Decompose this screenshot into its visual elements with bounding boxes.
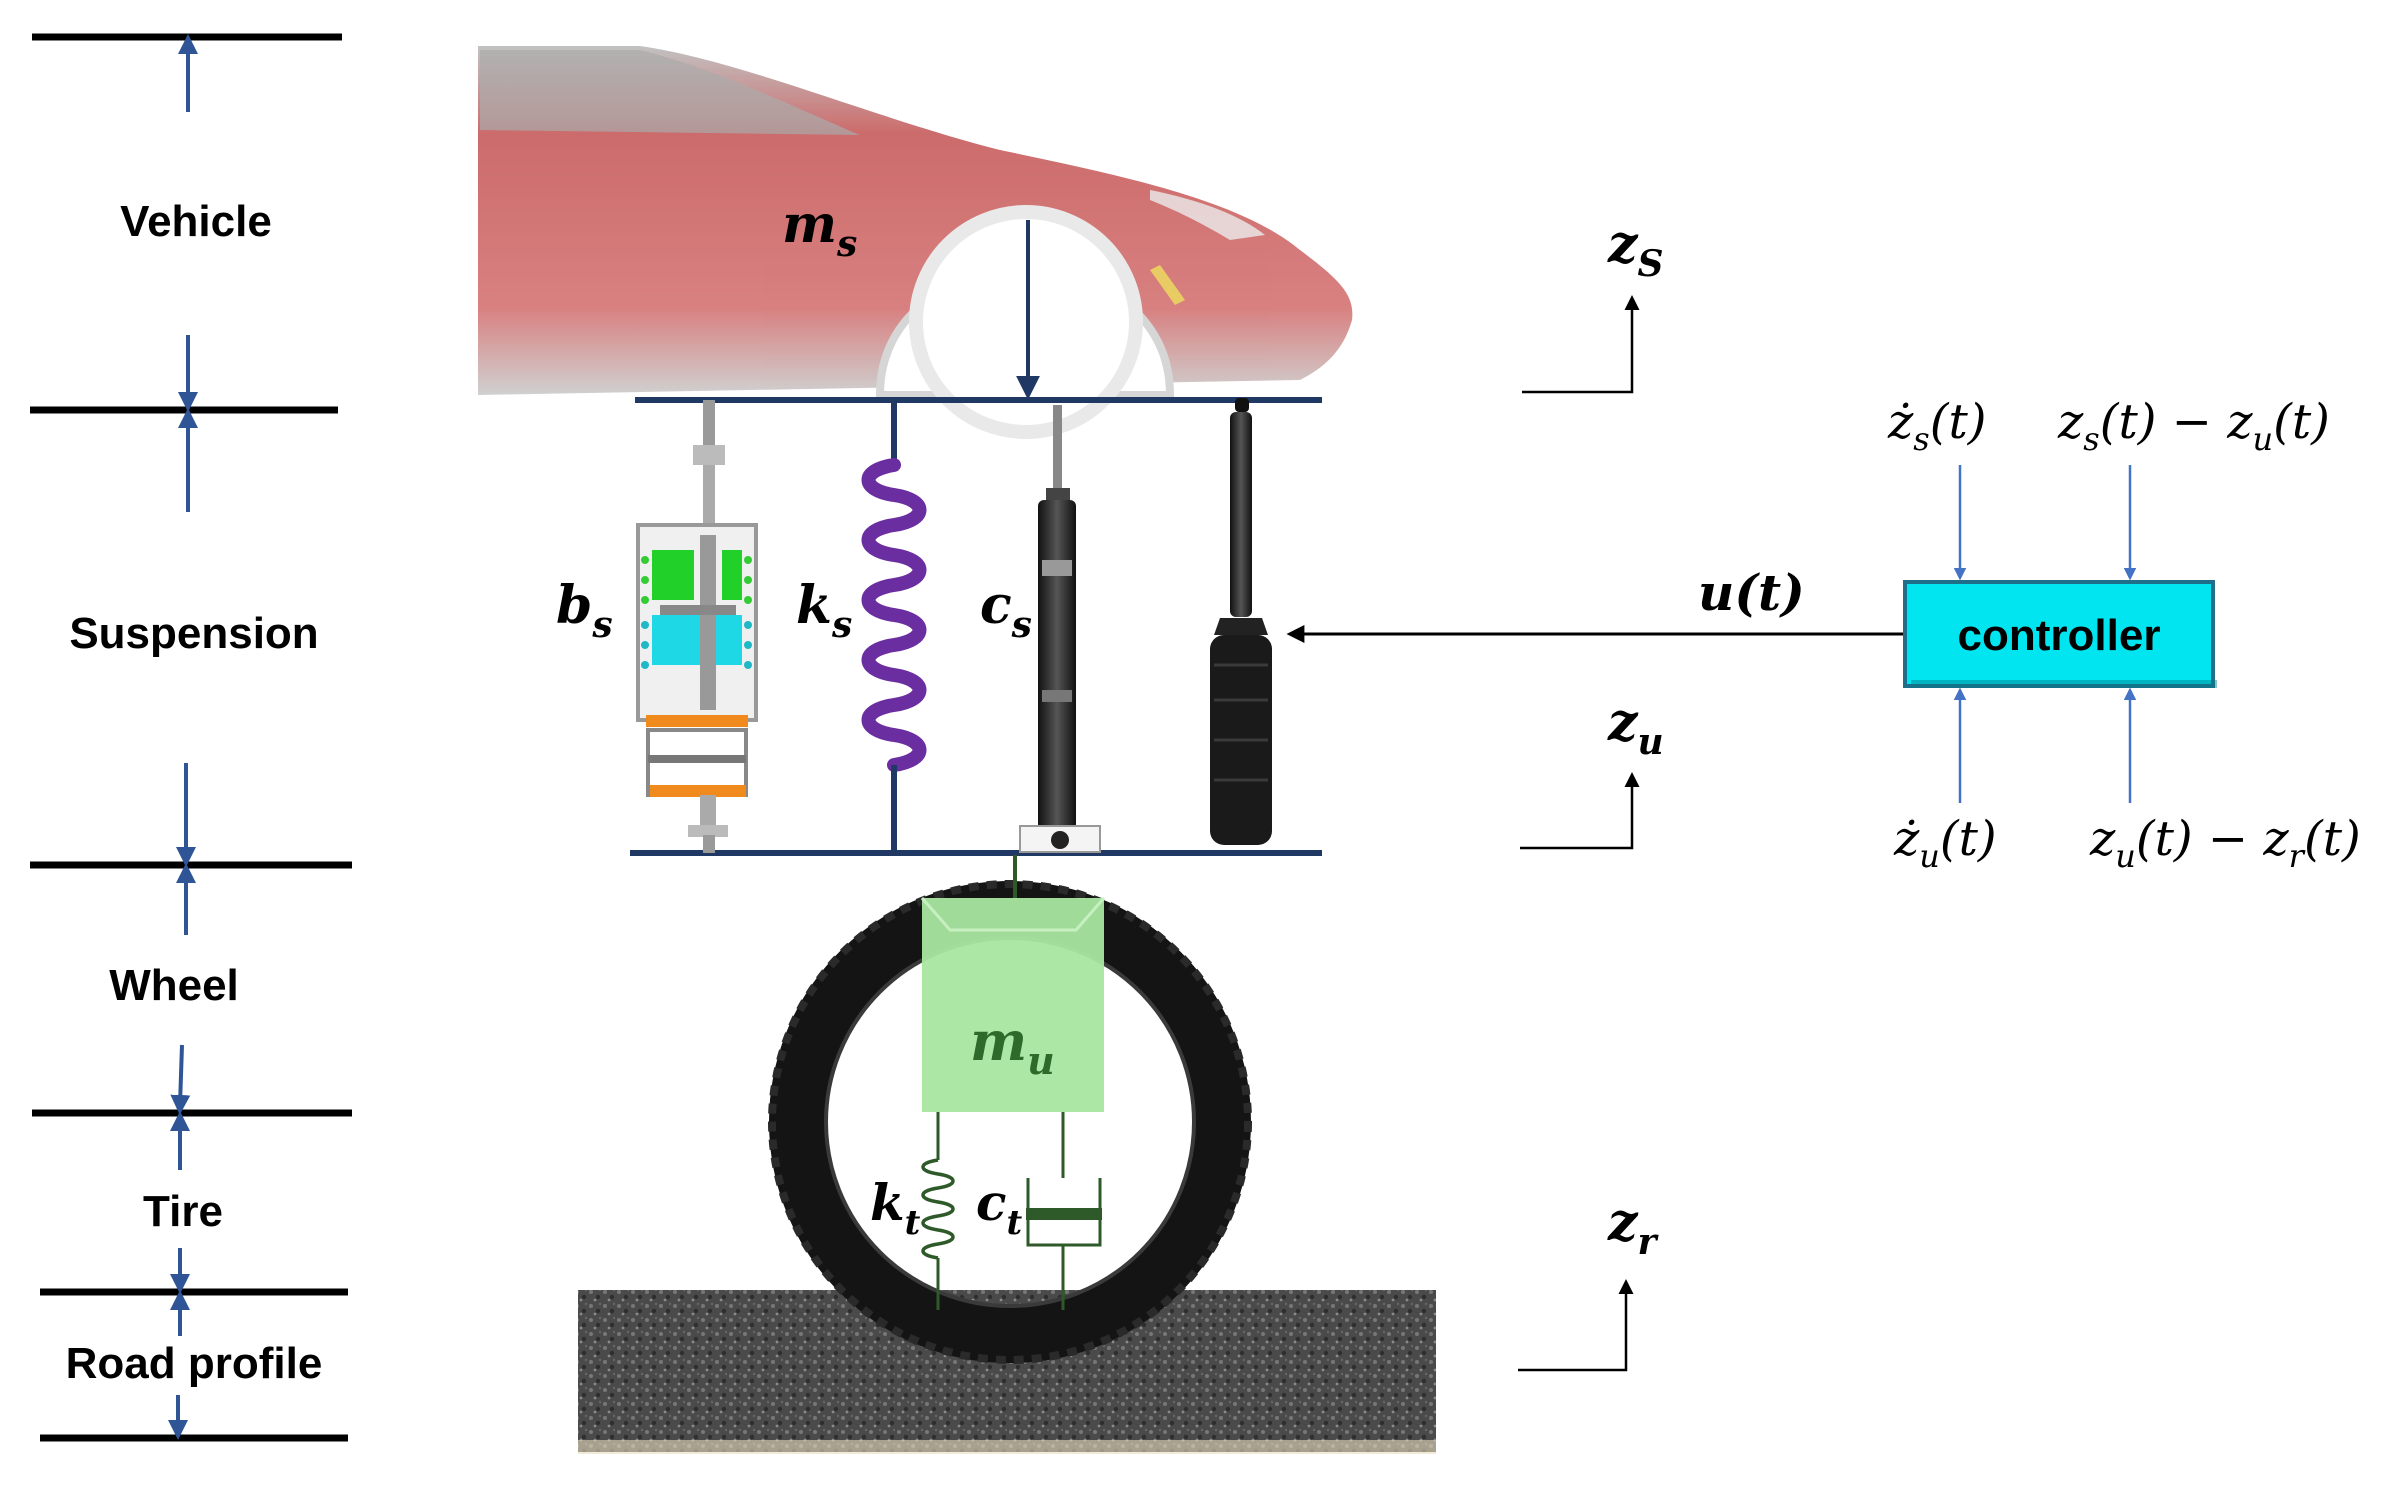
- car-window: [480, 50, 860, 135]
- coord-zr: zr: [1518, 1192, 1660, 1372]
- unsprung-mass-box: [922, 898, 1104, 1112]
- ct-damper: [1026, 1112, 1102, 1310]
- active-actuator: [1210, 398, 1272, 845]
- layer-label-vehicle: Vehicle: [120, 197, 272, 246]
- controller-box: [1903, 580, 2215, 688]
- label-bs: bs: [556, 575, 613, 646]
- controller-block: controller żs(t) zs(t) − zu(t) żu(t) zu(…: [1887, 394, 2361, 875]
- input-zu-minus-zr: zu(t) − zr(t): [2089, 811, 2361, 875]
- layer-label-wheel: Wheel: [109, 961, 239, 1010]
- label-ks: ks: [796, 575, 852, 646]
- svg-text:zu: zu: [1607, 692, 1664, 763]
- input-zs-dot: żs(t): [1887, 394, 1986, 458]
- car-body: [478, 46, 1353, 439]
- label-kt: kt: [870, 1173, 921, 1243]
- cs-damper: [1019, 405, 1101, 853]
- kt-spring: [921, 1112, 955, 1310]
- suspension-frame: [630, 397, 1322, 856]
- input-zs-minus-zu: zs(t) − zu(t): [2057, 394, 2330, 458]
- unsprung-mass: mu: [920, 897, 1106, 1112]
- label-ct: ct: [976, 1173, 1022, 1243]
- ks-spring: [861, 400, 927, 853]
- controller-label: controller: [1958, 611, 2161, 660]
- dim-arrow: [170, 1044, 191, 1115]
- label-u: u(t): [1698, 563, 1805, 622]
- layer-label-road: Road profile: [66, 1339, 323, 1388]
- bs-actuator: [636, 400, 758, 853]
- layer-label-suspension: Suspension: [69, 609, 318, 658]
- svg-text:zr: zr: [1607, 1192, 1660, 1263]
- input-zu-dot: żu(t): [1893, 811, 1997, 875]
- layer-label-tire: Tire: [143, 1187, 223, 1236]
- car-headlight: [1150, 190, 1265, 240]
- car-indicator: [1150, 265, 1185, 305]
- label-cs: cs: [980, 575, 1032, 646]
- coord-zu: zu: [1520, 692, 1664, 850]
- label-mu: mu: [970, 1009, 1055, 1083]
- label-ms: ms: [782, 194, 857, 265]
- coord-zs: zS: [1522, 214, 1664, 394]
- svg-text:zS: zS: [1607, 214, 1664, 285]
- layer-scale: Vehicle Suspension Wheel Tire Road profi…: [30, 33, 352, 1442]
